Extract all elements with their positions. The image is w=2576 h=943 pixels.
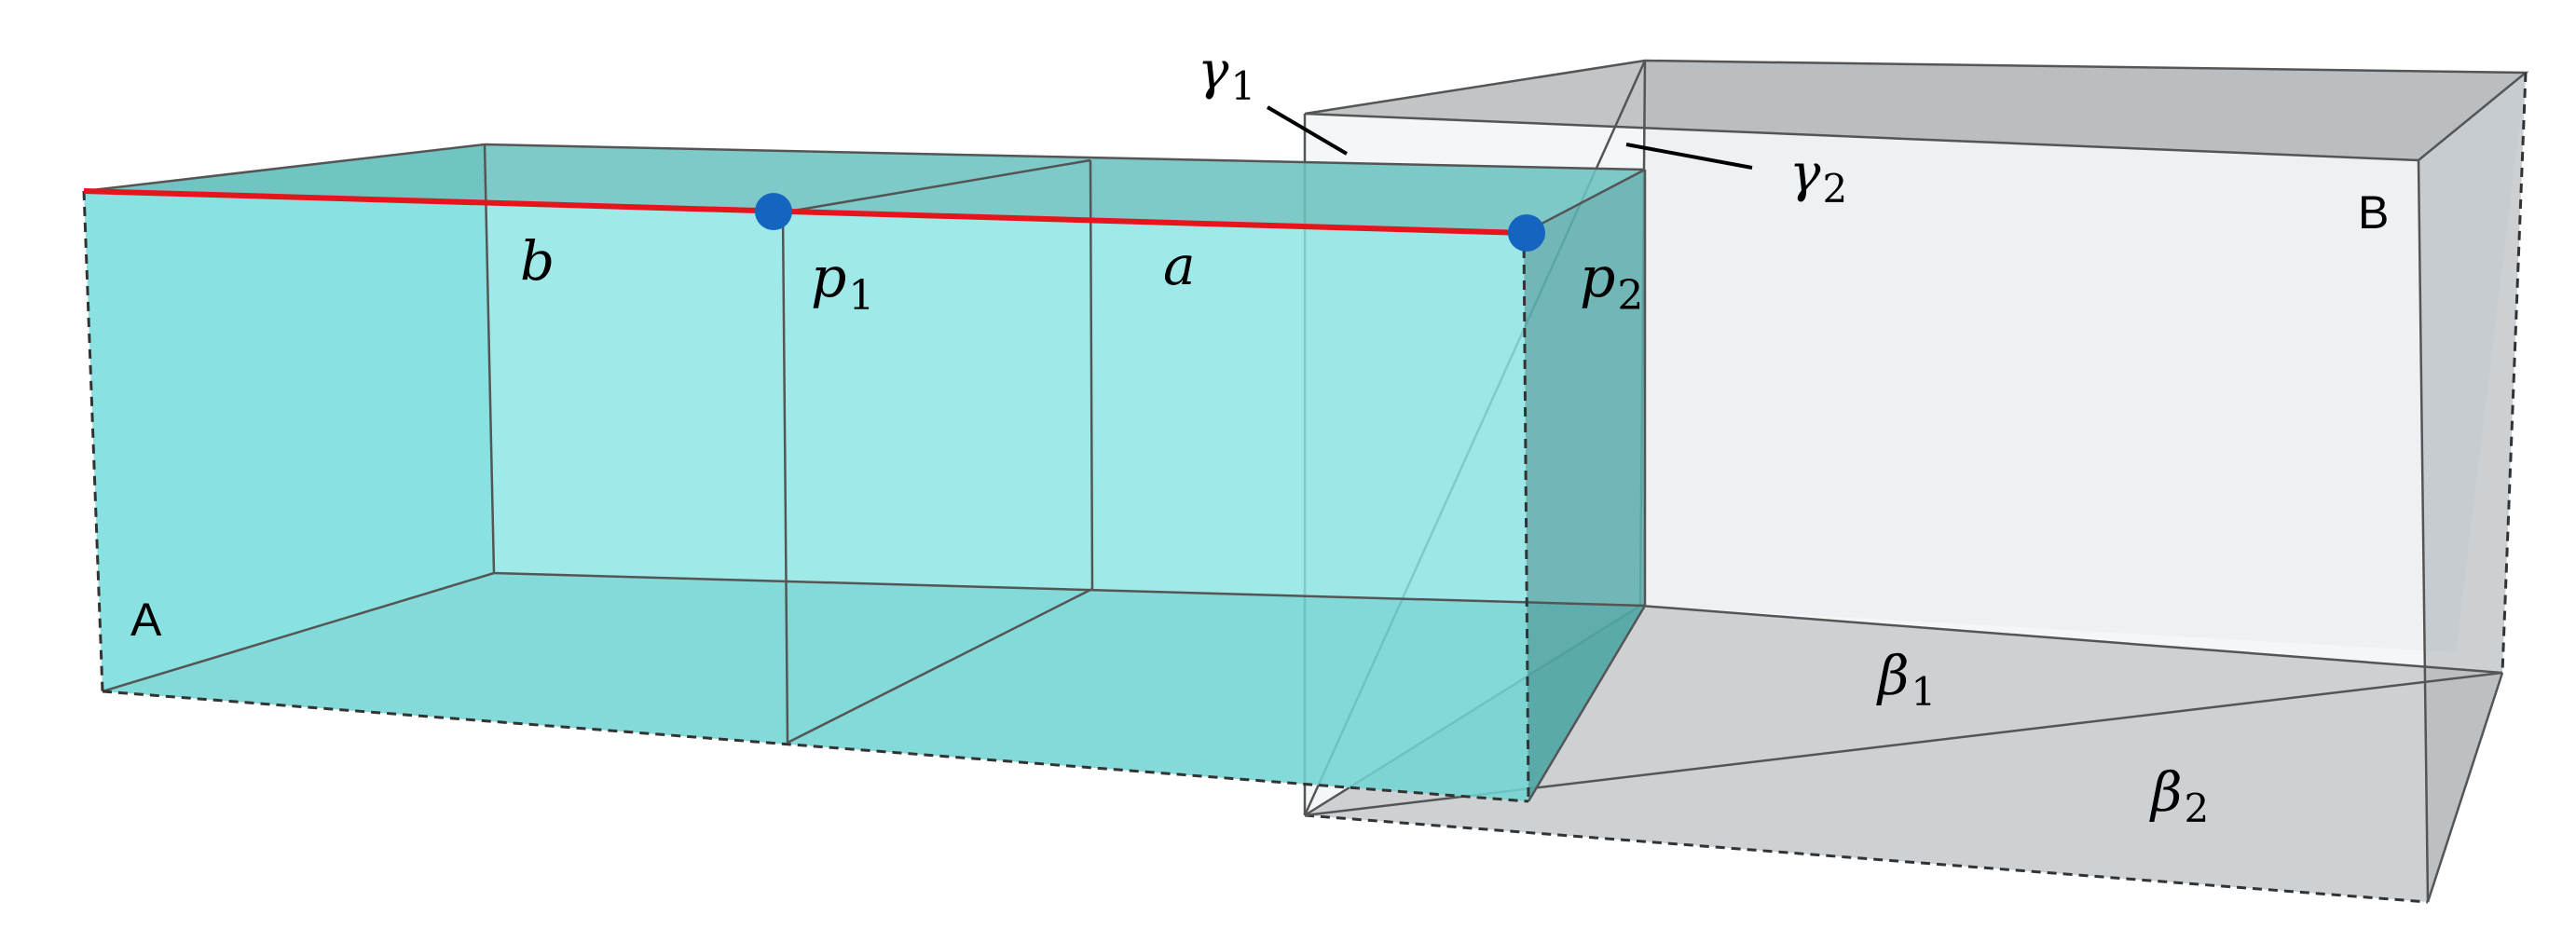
- box-a-front-face: [84, 191, 1528, 801]
- box-a-right-face: [1524, 170, 1645, 801]
- box-a-top-face: [84, 144, 1645, 233]
- label-gamma1: γ1: [1198, 41, 1255, 109]
- gamma1-leader: [1266, 105, 1349, 156]
- label-box-a: A: [130, 594, 162, 646]
- label-a: a: [1163, 234, 1196, 297]
- label-box-b: B: [2358, 186, 2389, 239]
- label-beta1: β1: [1876, 644, 1936, 715]
- box-b-top-face: [1305, 61, 2526, 160]
- label-b: b: [520, 229, 555, 293]
- gamma2-leader: [1625, 143, 1753, 170]
- box-b-floor: [1305, 606, 2502, 902]
- label-p1: p1: [811, 245, 874, 320]
- label-gamma2: γ2: [1789, 144, 1847, 212]
- point-p2: [1508, 214, 1545, 252]
- box-a: [82, 143, 1647, 803]
- highlight-edge: [83, 188, 1527, 236]
- point-p1: [755, 193, 792, 230]
- label-beta2: β2: [2149, 760, 2209, 831]
- label-p2: p2: [1580, 245, 1643, 320]
